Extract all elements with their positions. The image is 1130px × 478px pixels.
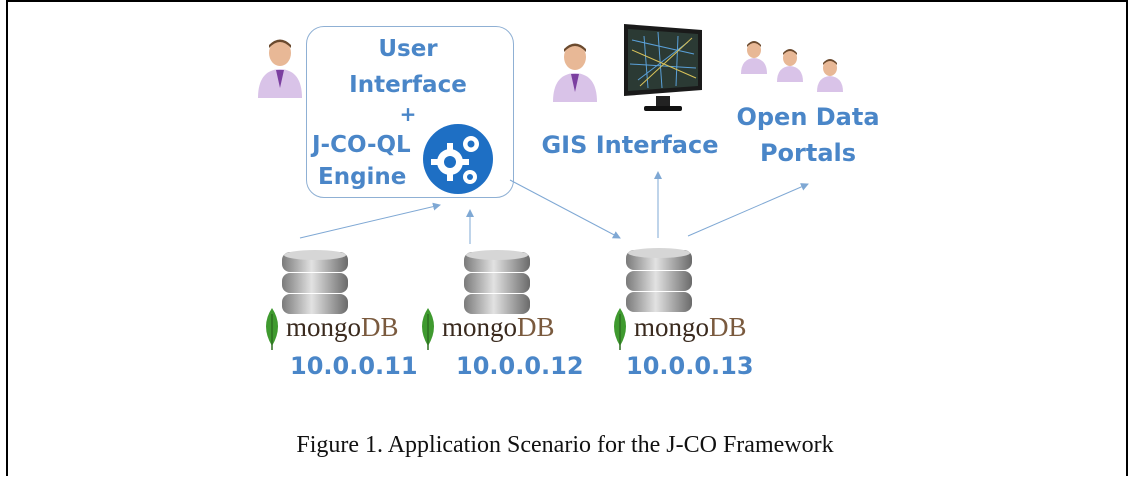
mongodb-logo-3: mongoDB (634, 312, 747, 342)
open-data-label-line1: Open Data (736, 103, 880, 131)
database-icon-1 (282, 250, 348, 314)
ui-label-user: User (378, 36, 438, 62)
monitor-map-icon (624, 24, 702, 111)
arrow-ui-to-db3 (509, 179, 621, 239)
ui-label-interface: Interface (349, 72, 467, 98)
arrow-db3-to-opendata (687, 183, 809, 237)
mongodb-logo-2: mongoDB (442, 312, 555, 342)
figure-frame (6, 0, 1128, 476)
ui-label-engine: Engine (318, 164, 407, 190)
mongodb-logo-1: mongoDB (286, 312, 399, 342)
mongodb-leaf-icon-1 (266, 308, 278, 350)
ui-label-plus: + (399, 102, 417, 126)
user-person-icon (258, 39, 302, 98)
ui-label-jcoql: J-CO-QL (312, 132, 411, 158)
mongodb-leaf-icon-3 (614, 308, 626, 350)
figure-caption: Figure 1. Application Scenario for the J… (296, 432, 834, 458)
gis-user-person-icon (553, 43, 597, 102)
database-icon-2 (464, 250, 530, 314)
arrow-db1-to-ui (299, 202, 441, 239)
database-icon-3 (626, 248, 692, 312)
open-data-users-icon (741, 41, 843, 92)
db-ip-2: 10.0.0.12 (456, 352, 584, 380)
mongodb-leaf-icon-2 (422, 308, 434, 350)
open-data-label-line2: Portals (759, 139, 857, 167)
gears-icon (423, 124, 493, 194)
db-ip-1: 10.0.0.11 (290, 352, 418, 380)
user-interface-engine-box (306, 26, 514, 198)
db-ip-3: 10.0.0.13 (626, 352, 754, 380)
gis-interface-label: GIS Interface (541, 131, 719, 159)
